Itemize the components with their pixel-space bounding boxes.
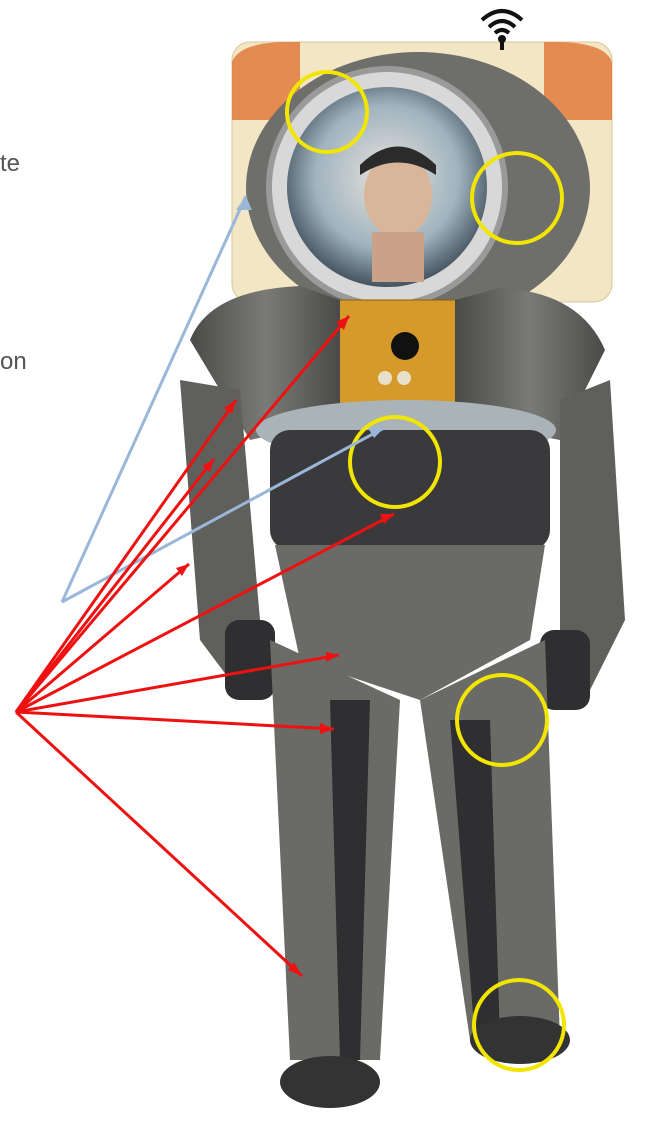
wifi-icon [474, 0, 530, 52]
red-arrow-4 [16, 564, 189, 712]
red-arrow-8 [16, 712, 302, 976]
legs [270, 640, 570, 1108]
red-arrow-3 [16, 459, 214, 712]
helmet [246, 52, 590, 324]
chest-hardware [338, 300, 458, 408]
